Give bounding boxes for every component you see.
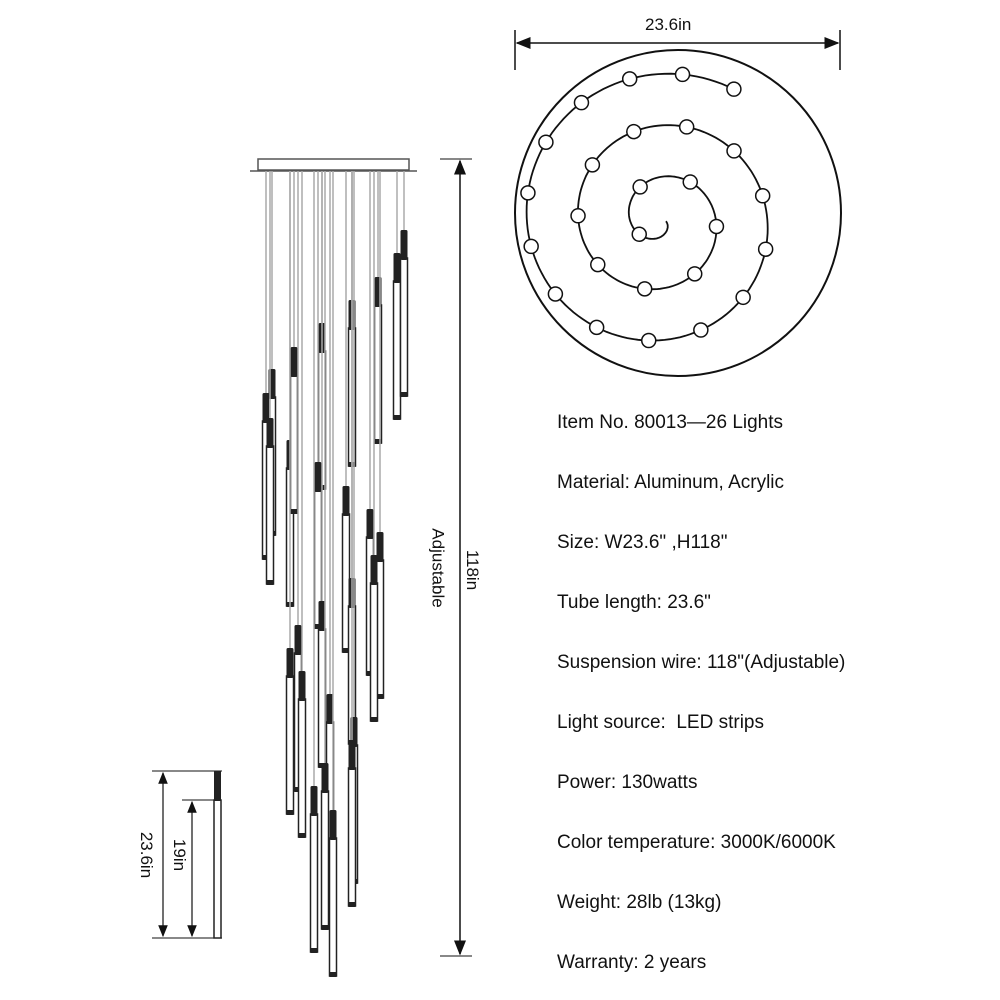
spec-warranty: Warranty: 2 years	[557, 952, 707, 973]
light-position-marker	[708, 218, 725, 235]
light-position-marker	[520, 185, 536, 201]
height-dimension	[440, 158, 472, 957]
top-view-circle	[514, 49, 842, 377]
pendant-tube	[285, 171, 295, 815]
light-position-marker	[735, 289, 751, 306]
spec-material: Material: Aluminum, Acrylic	[557, 472, 785, 493]
light-position-marker	[757, 241, 774, 257]
pendant-tube	[289, 171, 299, 514]
pendant-tube	[392, 171, 402, 420]
light-position-marker	[693, 322, 709, 338]
light-position-marker	[640, 332, 657, 349]
spec-tube-length: Tube length: 23.6"	[557, 592, 711, 613]
spec-power: Power: 130watts	[557, 772, 698, 793]
light-position-marker	[573, 94, 590, 111]
pendant-tubes	[261, 171, 409, 977]
spec-size: Size: W23.6" ,H118"	[557, 532, 728, 553]
light-position-marker	[754, 188, 771, 204]
top-view-spiral	[520, 66, 774, 349]
pendant-tube	[347, 171, 357, 907]
light-position-marker	[588, 319, 605, 336]
light-position-marker	[547, 286, 564, 302]
light-position-marker	[626, 123, 642, 140]
light-position-marker	[686, 266, 703, 282]
pendant-tube	[265, 171, 275, 585]
pendant-tube	[328, 171, 338, 977]
spec-item-number: Item No. 80013—26 Lights	[557, 412, 784, 433]
light-position-marker	[584, 157, 601, 173]
single-tube-detail	[152, 770, 222, 939]
light-position-marker	[570, 208, 586, 224]
light-position-marker	[631, 226, 647, 243]
tube-light-label: 19in	[170, 838, 190, 872]
spec-color-temperature: Color temperature: 3000K/6000K	[557, 832, 836, 853]
top-width-label: 23.6in	[645, 15, 692, 34]
light-position-marker	[682, 174, 698, 190]
light-position-marker	[632, 179, 648, 195]
light-position-marker	[523, 238, 539, 255]
top-width-dimension	[514, 30, 841, 70]
canopy	[250, 158, 417, 172]
light-position-marker	[726, 81, 742, 97]
height-label: 118in	[463, 549, 483, 591]
light-position-marker	[678, 119, 695, 135]
light-position-marker	[636, 281, 653, 297]
light-position-marker	[590, 256, 606, 273]
spiral-path	[525, 72, 769, 342]
pendant-tube	[320, 171, 330, 930]
pendant-tube	[369, 171, 379, 722]
spec-light-source: Light source: LED strips	[557, 712, 764, 733]
light-position-marker	[621, 71, 638, 87]
spec-suspension-wire: Suspension wire: 118"(Adjustable)	[557, 652, 846, 673]
light-position-marker	[726, 143, 742, 159]
light-position-marker	[674, 66, 691, 83]
tube-total-label: 23.6in	[137, 831, 157, 879]
spec-weight: Weight: 28lb (13kg)	[557, 892, 722, 913]
adjustable-label: Adjustable	[428, 528, 448, 608]
pendant-tube	[297, 171, 307, 838]
pendant-tube	[375, 171, 385, 699]
pendant-tube	[309, 171, 319, 953]
pendant-tube	[399, 171, 409, 397]
light-position-marker	[538, 134, 554, 150]
